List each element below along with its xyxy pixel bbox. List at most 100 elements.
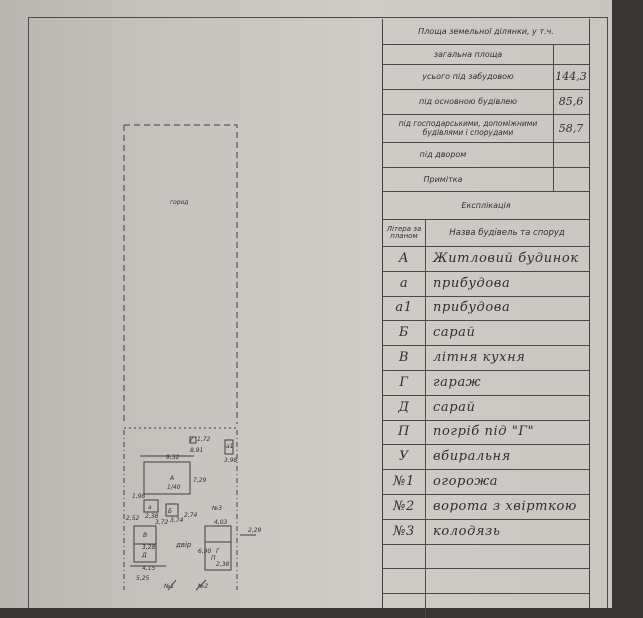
explication-letter (383, 593, 425, 618)
shed-b (165, 503, 179, 517)
explication-name (425, 568, 593, 593)
dim-label: 2,38 (216, 561, 230, 568)
land-area-title: Площа земельної ділянки, у т.ч. (418, 27, 554, 36)
explication-row: №2 ворота з хвірткою (383, 494, 589, 520)
house-a-label: А (169, 475, 174, 482)
explication-name: сарай (433, 325, 476, 341)
explication-letter: П (398, 424, 410, 440)
explication-name: прибудова (433, 275, 511, 291)
shed-d-label: Д (141, 552, 147, 559)
explication-letter: а1 (395, 300, 413, 316)
explication-letter: Д (398, 399, 410, 415)
dim-label: 3,28 (142, 544, 156, 551)
explication-letter: В (398, 350, 410, 366)
explication-letter (383, 568, 425, 593)
explication-row: Б сарай (383, 320, 589, 347)
dim-label: 2,52 (126, 515, 140, 522)
land-area-row: під двором (383, 142, 589, 168)
dim-label: 4,03 (214, 519, 228, 526)
dim-label: 5,25 (136, 575, 150, 582)
land-area-table: Площа земельної ділянки, у т.ч. загальна… (382, 19, 590, 618)
dim-label: 1,98 (132, 493, 146, 500)
garden-label: город (170, 199, 188, 206)
explication-letter: №2 (393, 498, 415, 514)
explication-letter: а (399, 275, 409, 291)
cellar-p-label: П (211, 555, 216, 562)
explication-letter: №1 (393, 474, 415, 490)
dim-label: 2,74 (184, 512, 198, 519)
explication-name: колодязь (433, 523, 501, 539)
land-area-row: під основною будівлею 85,6 (383, 89, 589, 115)
garage-g (204, 525, 232, 571)
explication-row: а прибудова (383, 270, 589, 297)
garden-boundary (123, 124, 238, 424)
explication-name: прибудова (433, 300, 511, 316)
explication-row (383, 568, 589, 595)
explication-letter: Б (398, 325, 410, 341)
land-area-row: усього під забудовою 144,3 (383, 64, 589, 90)
explication-letter: А (398, 250, 410, 266)
annex-a-label: а (148, 504, 152, 511)
explication-row: Д сарай (383, 394, 589, 421)
shed-b-label: Б (168, 508, 172, 515)
gate-no2-label: №2 (197, 583, 208, 590)
site-plan: город двір А 1/40 Б В Г Д а а1 П У №1 №2… (123, 124, 262, 591)
kitchen-v-label: В (143, 532, 147, 539)
house-a-area: 1/40 (167, 484, 181, 491)
explication-row: А Житловий будинок (383, 246, 589, 272)
explication-name: сарай (433, 399, 476, 415)
dim-label: 9,32 (166, 454, 180, 461)
explication-header-row: Літера за планом Назва будівель та спору… (383, 219, 589, 247)
dim-label: 3,98 (224, 457, 238, 464)
explication-name: погріб під "Г" (433, 424, 535, 440)
explication-name (425, 593, 593, 618)
explication-letter: Г (399, 374, 409, 390)
explication-title: Експлікація (461, 200, 511, 210)
drawing-frame (28, 17, 608, 609)
document-sheet: город двір А 1/40 Б В Г Д а а1 П У №1 №2… (0, 0, 612, 618)
explication-name: гараж (433, 374, 482, 390)
explication-row (383, 593, 589, 618)
land-area-row: загальна площа (383, 44, 589, 65)
dim-label: 3,72 (155, 519, 169, 526)
explication-name: ворота з хвірткою (433, 498, 577, 514)
fence-no1-label: №1 (163, 583, 174, 590)
annex-a (143, 499, 159, 513)
explication-row: П погріб під "Г" (383, 419, 589, 446)
explication-name: огорожа (433, 474, 499, 490)
explication-letter (383, 544, 425, 569)
explication-name: вбиральня (433, 449, 511, 465)
dim-label: 7,29 (193, 477, 207, 484)
toilet-u-label: У (189, 437, 193, 444)
dim-label: 8,91 (190, 447, 203, 454)
house-a (143, 461, 191, 495)
dim-label: 1,72 (197, 436, 211, 443)
annex-a1-label: а1 (226, 443, 234, 450)
explication-letter: №3 (393, 523, 415, 539)
dim-label: 2,29 (248, 527, 262, 534)
dim-label: 3,74 (170, 517, 184, 524)
explication-row (383, 543, 589, 570)
land-area-row: під господарськими, допоміжними будівлям… (383, 114, 589, 143)
well-no3-label: №3 (211, 505, 222, 512)
explication-row: Г гараж (383, 370, 589, 396)
yard-label: двір (175, 541, 192, 549)
explication-name: літня кухня (433, 350, 526, 366)
annex-a1 (224, 439, 234, 455)
explication-row: У вбиральня (383, 444, 589, 471)
dim-label: 2,38 (145, 513, 159, 520)
annex-small (189, 436, 197, 444)
explication-row: В літня кухня (383, 345, 589, 371)
garage-g-label: Г (216, 548, 220, 555)
explication-row: №3 колодязь (383, 518, 589, 545)
explication-row: №1 огорожа (383, 469, 589, 495)
land-area-row: Примітка (383, 167, 589, 192)
explication-title-row: Експлікація (383, 191, 589, 220)
explication-name (425, 544, 593, 569)
explication-name: Житловий будинок (433, 250, 579, 266)
dim-label: 6,90 (198, 548, 212, 555)
explication-letter: У (399, 449, 409, 465)
dim-label: 4,15 (142, 565, 156, 572)
land-area-title-row: Площа земельної ділянки, у т.ч. (383, 19, 589, 45)
explication-row: а1 прибудова (383, 295, 589, 322)
